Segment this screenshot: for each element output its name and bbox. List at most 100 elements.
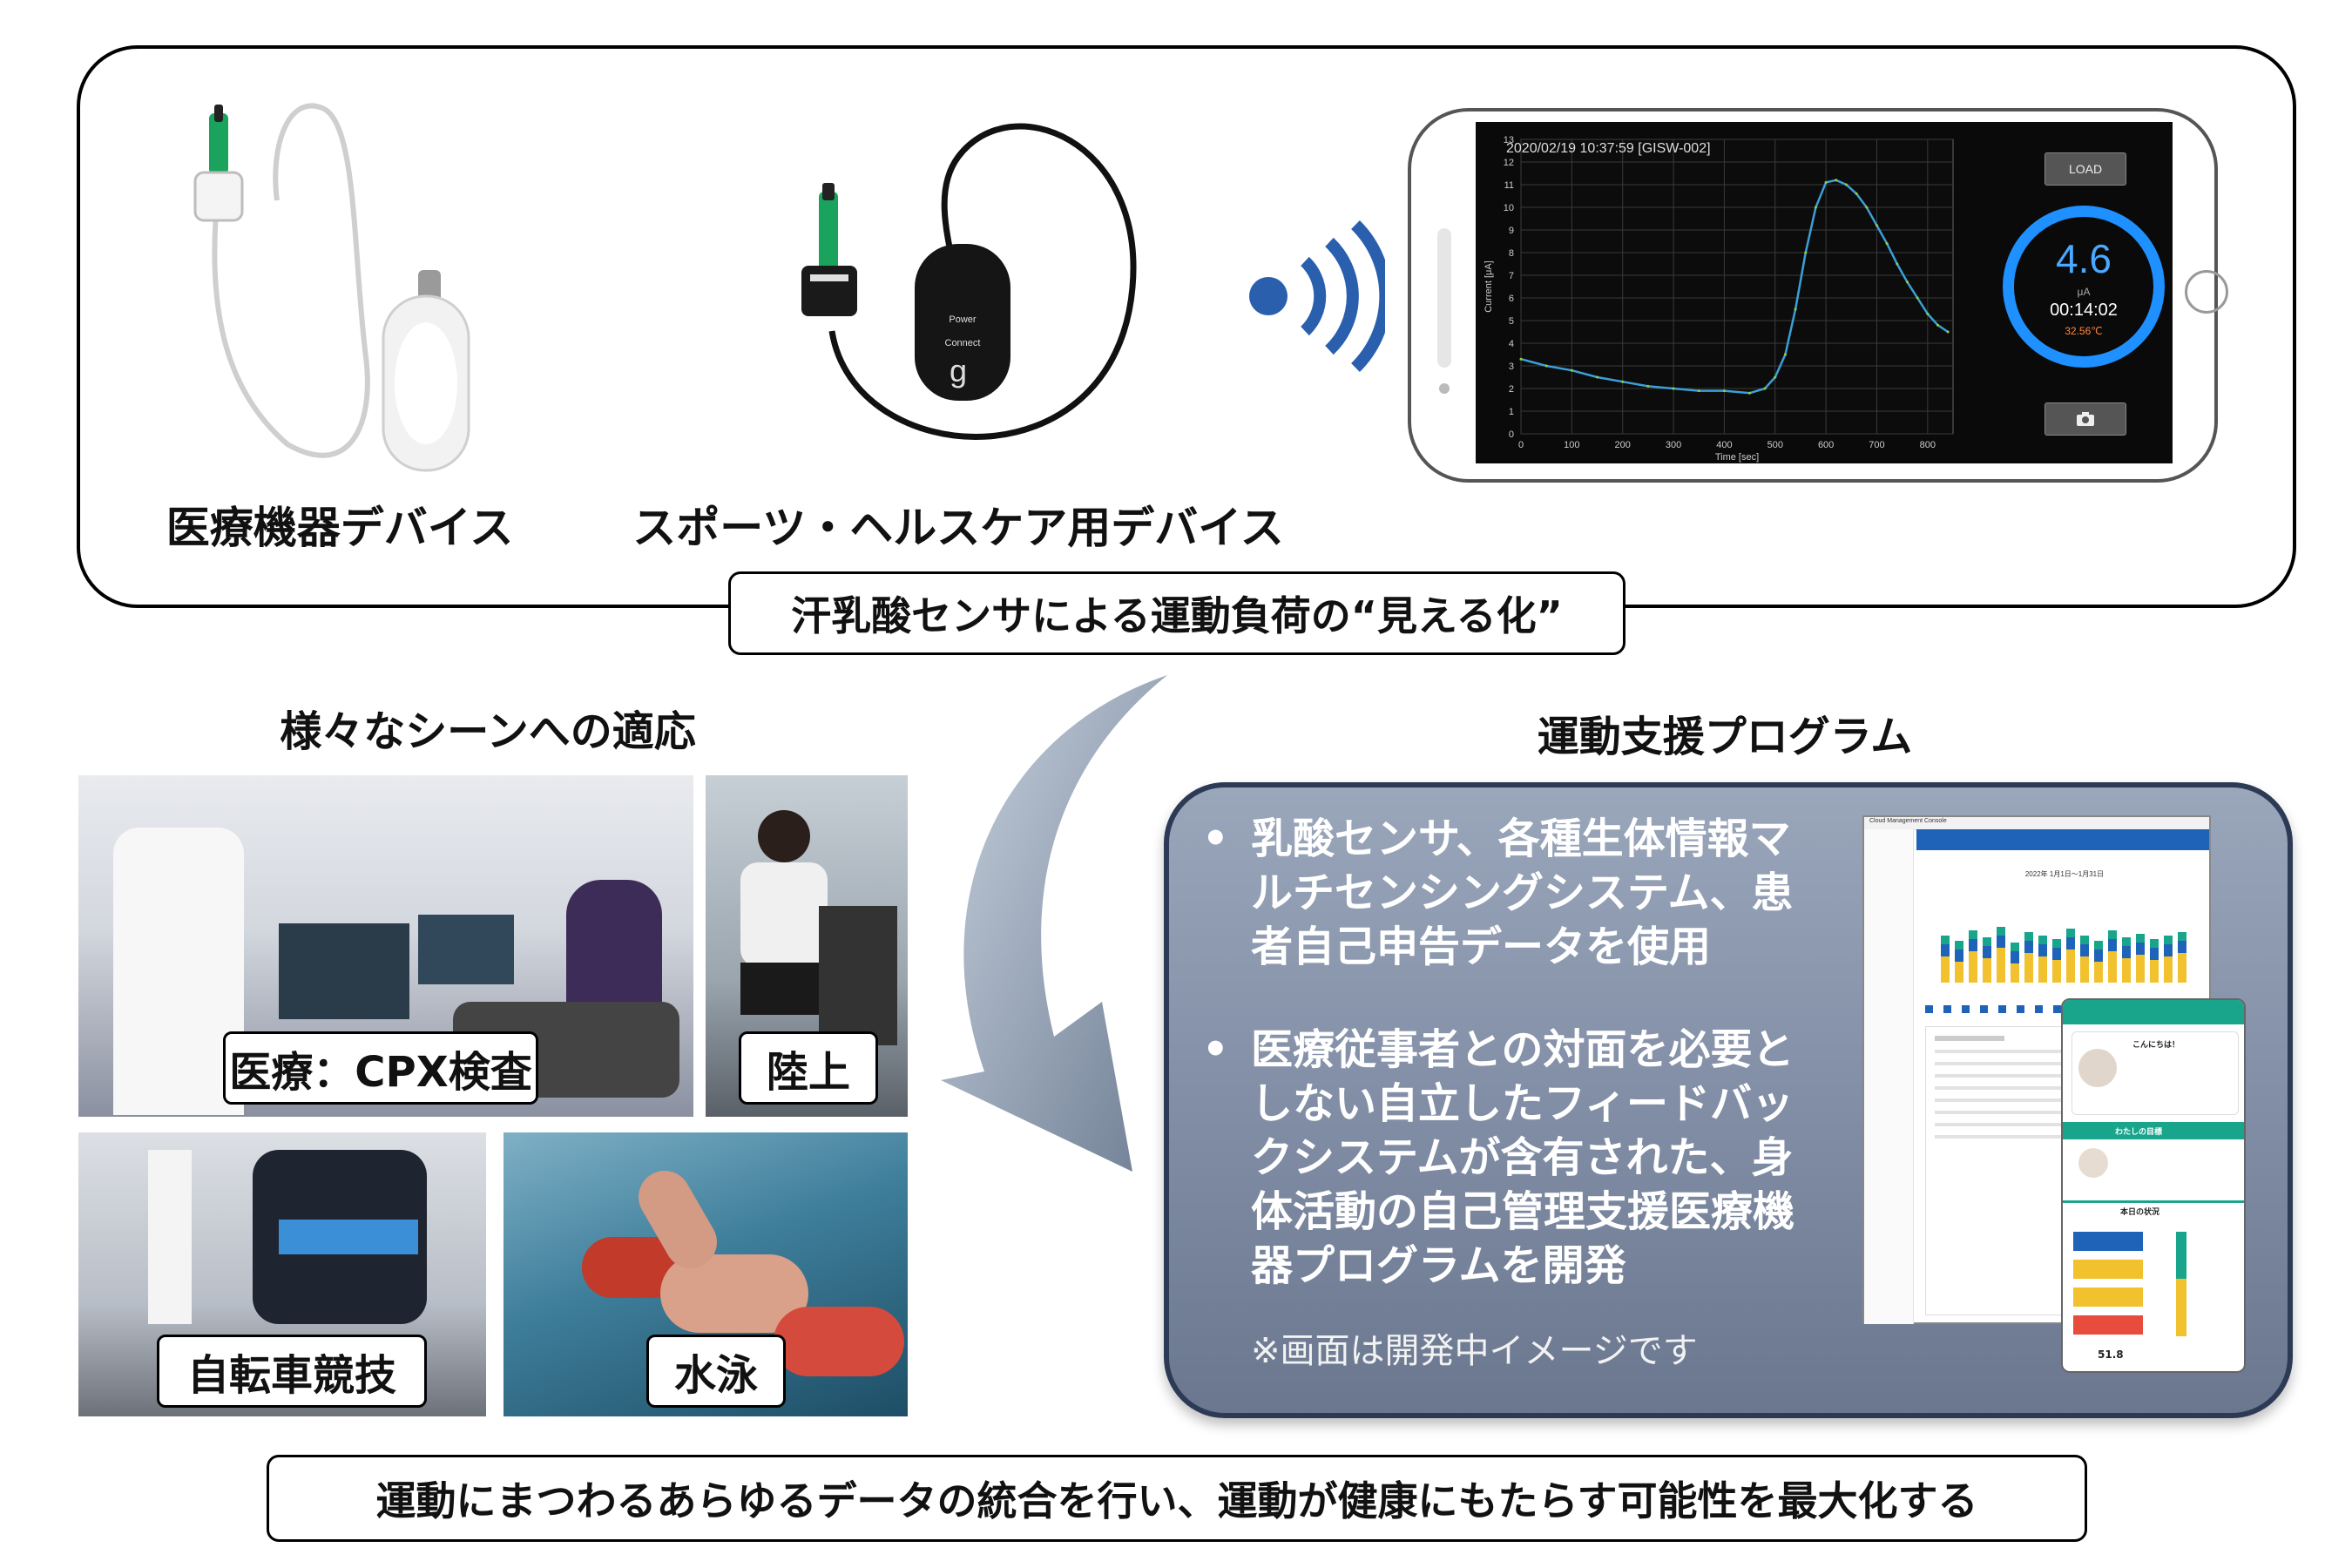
chart-data-point — [1896, 262, 1899, 266]
mobile-app-mockup: こんにちは！ わたしの目標 本日の状況 51.8 — [2061, 998, 2246, 1373]
medical-device-label: 医療機器デバイス — [166, 503, 514, 553]
console-bar — [2066, 929, 2075, 937]
console-bar — [1983, 946, 1991, 958]
console-checkbox[interactable] — [1998, 1005, 2006, 1013]
chart-data-point — [1835, 179, 1838, 182]
chart-plot-area — [1520, 139, 1954, 435]
console-bar — [2108, 939, 2117, 951]
chart-xtick-label: 200 — [1615, 440, 1631, 450]
console-bar — [2122, 958, 2131, 983]
scene-label-athletics: 陸上 — [739, 1031, 878, 1105]
console-bar — [2024, 932, 2033, 941]
console-bar — [2164, 956, 2173, 983]
console-bar — [2052, 960, 2061, 983]
power-text: Power — [949, 314, 977, 325]
chart-data-point — [1646, 384, 1650, 388]
console-bar — [1955, 962, 1963, 983]
chart-xtick-label: 0 — [1518, 440, 1524, 450]
console-bar — [1941, 936, 1950, 944]
console-bar — [1969, 939, 1977, 951]
console-bar — [1983, 937, 1991, 946]
center-caption: 汗乳酸センサによる運動負荷の“見える化” — [728, 571, 1625, 655]
console-bar — [2080, 956, 2089, 983]
chart-data-point — [1763, 387, 1767, 390]
chart-data-point — [1748, 391, 1752, 395]
console-bar — [2080, 944, 2089, 956]
chart-ytick-label: 6 — [1509, 294, 1514, 304]
console-checkbox[interactable] — [2053, 1005, 2061, 1013]
chart-ytick-label: 5 — [1509, 316, 1514, 327]
console-bar — [2178, 953, 2186, 983]
device-logo: g — [950, 353, 967, 389]
chart-data-point — [1794, 308, 1797, 311]
console-date: 2022年 1月1日〜1月31日 — [2024, 870, 2105, 878]
phone-today: 本日の状況 — [2120, 1208, 2160, 1217]
phone-side-bar — [1437, 228, 1451, 368]
bullet-2-line-2: しない自立したフィードバッ — [1251, 1079, 1794, 1128]
console-bar — [2178, 941, 2186, 953]
scene-label-cycling: 自転車競技 — [157, 1335, 427, 1408]
chart-ytick-label: 10 — [1504, 203, 1514, 213]
console-checkbox[interactable] — [2017, 1005, 2024, 1013]
wireless-signal-icon — [1249, 220, 1385, 372]
console-bar — [2024, 953, 2033, 983]
bullet-1-line-1: 乳酸センサ、各種生体情報マ — [1251, 814, 1791, 863]
console-bar — [2122, 937, 2131, 946]
console-checkbox[interactable] — [2035, 1005, 2043, 1013]
console-bar — [1997, 927, 2005, 936]
camera-icon — [2077, 412, 2094, 426]
console-bar — [2164, 936, 2173, 944]
photo-swimming — [504, 1132, 908, 1416]
scene-label-swimming: 水泳 — [646, 1335, 786, 1408]
chart-data-point — [1783, 353, 1787, 356]
chart-data-point — [1926, 312, 1930, 315]
console-title: Cloud Management Console — [1869, 818, 1947, 824]
console-bar — [1969, 930, 1977, 939]
console-bar — [1955, 950, 1963, 962]
chart-data-point — [1519, 357, 1523, 361]
program-note: ※画面は開発中イメージです — [1251, 1331, 1698, 1371]
console-bar — [2164, 944, 2173, 956]
console-bar — [2136, 934, 2145, 943]
console-bar — [2066, 937, 2075, 950]
chart-data-point — [1814, 206, 1817, 209]
medical-device-illustration — [193, 103, 470, 472]
chart-data-point — [1916, 296, 1919, 300]
bullet-2-line-3: クシステムが含有された、身 — [1251, 1133, 1794, 1182]
chart-data-point — [1885, 242, 1889, 246]
chart-xtick-label: 600 — [1818, 440, 1834, 450]
console-checkbox[interactable] — [1925, 1005, 1933, 1013]
console-bar — [2038, 944, 2047, 956]
console-bar — [2011, 951, 2019, 963]
chart-xtick-label: 800 — [1920, 440, 1936, 450]
chart-data-point — [1804, 251, 1808, 254]
phone-weight: 51.8 — [2098, 1348, 2124, 1361]
console-bar — [2011, 963, 2019, 983]
chart-ytick-label: 12 — [1504, 158, 1514, 168]
chart-ytick-label: 13 — [1504, 135, 1514, 145]
console-checkbox[interactable] — [1980, 1005, 1988, 1013]
load-button[interactable]: LOAD — [2044, 152, 2126, 186]
phone-greeting: こんにちは！ — [2132, 1041, 2180, 1050]
scene-label-cpx: 医療：CPX検査 — [223, 1031, 538, 1105]
phone-home-button[interactable] — [2185, 270, 2228, 314]
photo-cpx — [78, 775, 693, 1117]
console-checkbox[interactable] — [1962, 1005, 1970, 1013]
console-bar — [2150, 960, 2159, 983]
chart-xtick-label: 300 — [1666, 440, 1681, 450]
phone-camera-dot — [1439, 383, 1450, 394]
chart-data-point — [1672, 387, 1675, 390]
chart-data-point — [1824, 180, 1828, 184]
chart-ytick-label: 4 — [1509, 339, 1514, 349]
footer-caption: 運動にまつわるあらゆるデータの統合を行い、運動が健康にもたらす可能性を最大化する — [267, 1455, 2087, 1542]
bullet-1-line-2: ルチセンシングシステム、患 — [1251, 868, 1794, 917]
bullet-2-line-5: 器プログラムを開発 — [1251, 1241, 1626, 1290]
gauge-time: 00:14:02 — [2050, 301, 2118, 320]
console-checkbox[interactable] — [1943, 1005, 1951, 1013]
chart-ylabel: Current [μA] — [1484, 260, 1494, 313]
console-message-list — [1925, 1026, 2084, 1315]
console-bar — [1941, 956, 1950, 983]
camera-button[interactable] — [2044, 402, 2126, 436]
